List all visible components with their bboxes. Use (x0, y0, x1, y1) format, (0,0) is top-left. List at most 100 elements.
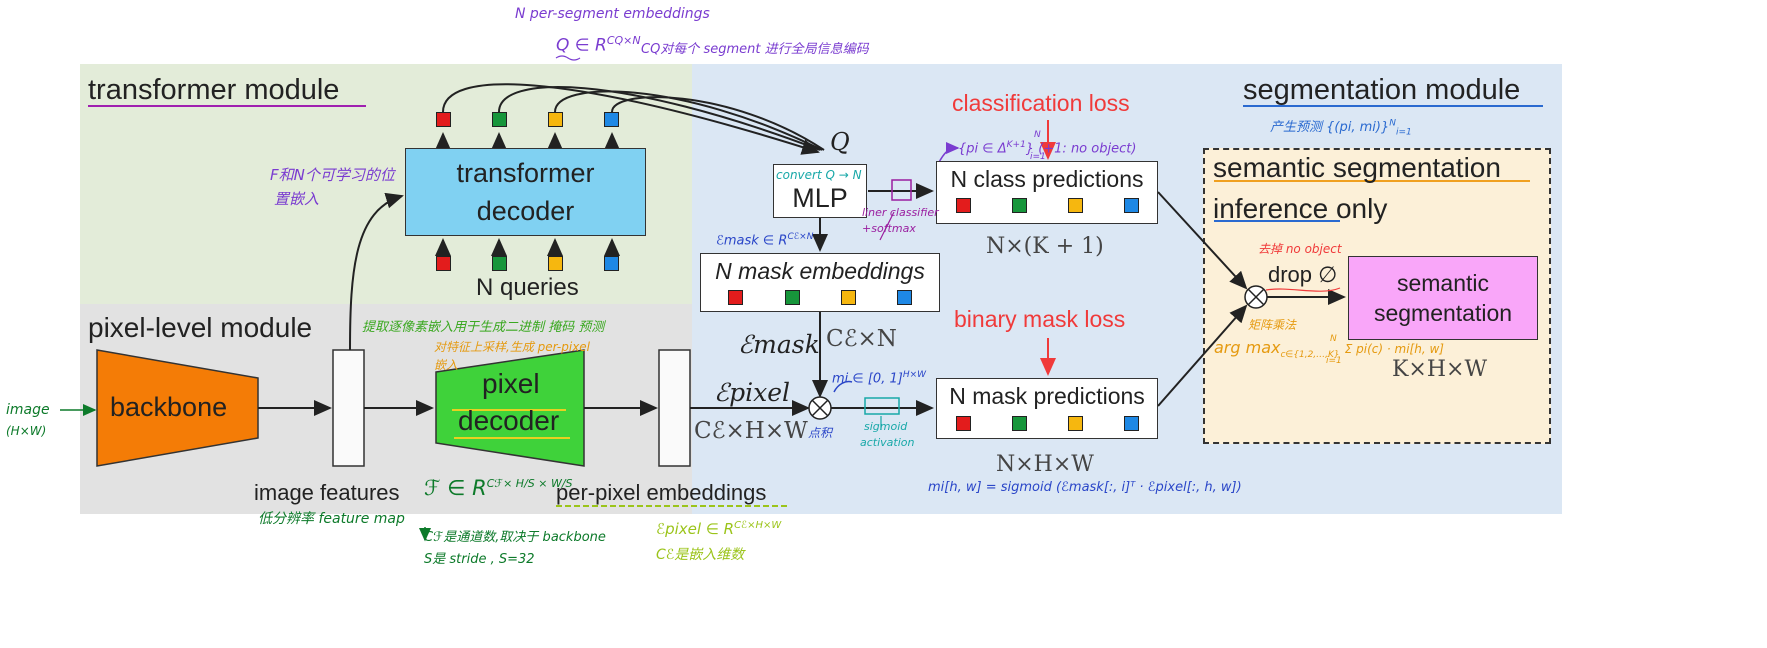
q-formula-text: Q ∈ R (556, 35, 607, 56)
matrix-multiply-note: 矩阵乘法 (1248, 318, 1297, 332)
transformer-output-square (436, 112, 451, 127)
produce-prediction-sup: N (1389, 118, 1396, 129)
segmentation-module-title: segmentation module (1243, 74, 1521, 106)
transformer-decoder-label-2: decoder (476, 196, 575, 226)
emask-math-note: ℰmask ∈ RCℰ×N (716, 232, 813, 248)
mlp-block: MLP (773, 164, 867, 218)
epixel-math-text: ℰpixel ∈ R (656, 520, 735, 538)
e-pixel-label: ℰpixel (714, 378, 791, 407)
mask-embedding-square (785, 290, 800, 305)
semantic-segmentation-title: semantic segmentation (1213, 152, 1501, 183)
pixel-decoder-label-2: decoder (458, 405, 560, 436)
pi-set-rest: } (+1: no object) (1025, 141, 1137, 157)
argmax-sum-sup: N (1330, 334, 1337, 344)
mask-prediction-square (1068, 416, 1083, 431)
linear-classifier-box (891, 179, 912, 201)
pixel-module-title: pixel-level module (88, 312, 313, 343)
pixel-module-note: 提取逐像素嵌入用于生成二进制 掩码 预测 (362, 320, 605, 335)
backbone-label: backbone (110, 392, 228, 422)
argmax-note: arg maxc∈{1,2,…,K} Σ pi(c) · mi[h, w] (1214, 338, 1444, 360)
f-pos-note-1: F和N个可学习的位 (270, 166, 395, 184)
transformer-decoder: transformer decoder (405, 148, 646, 236)
argmax-sub: c∈{1,2,…,K} (1280, 350, 1340, 361)
e-mask-label: ℰmask (738, 330, 820, 359)
mask-predictions-block: N mask predictions (936, 378, 1158, 439)
ce-note: Cℰ是嵌入维数 (656, 547, 745, 563)
class-prediction-square (1124, 198, 1139, 213)
transformer-output-square (604, 112, 619, 127)
per-pixel-slab (658, 349, 691, 467)
upsample-note-1: 对特征上采样,生成 per-pixel (434, 340, 591, 354)
q-label: Q (830, 128, 850, 156)
mask-prediction-square (956, 416, 971, 431)
image-features-label: image features (254, 480, 400, 505)
semantic-segmentation-block: semantic segmentation (1348, 256, 1538, 340)
mask-prediction-square (1012, 416, 1027, 431)
transformer-decoder-label-1: transformer (456, 158, 595, 188)
ce-n-label: Cℰ×N (826, 326, 897, 352)
transformer-output-square (492, 112, 507, 127)
sigmoid-box (864, 397, 900, 415)
mask-embedding-square (728, 290, 743, 305)
f-pos-note-2: 置嵌入 (274, 190, 320, 208)
mask-embedding-square (897, 290, 912, 305)
query-input-square (436, 256, 451, 271)
emask-math-sup: Cℰ×N (787, 232, 814, 242)
feature-math-note: ℱ ∈ RCℱ× H/S × W/S (424, 476, 573, 500)
mi-range-sup: H×W (902, 370, 927, 380)
mi-range-note: mi ∈ [0, 1]H×W (832, 370, 926, 386)
cf-note: Cℱ是通道数,取决于 backbone (424, 530, 606, 545)
q-formula-note: Q ∈ RCQ×N (556, 34, 641, 56)
pi-i1-sub: i=1 (1030, 152, 1046, 162)
epixel-math-sup: Cℰ×H×W (734, 520, 782, 531)
ce-hw-label: Cℰ×H×W (694, 418, 808, 444)
classification-loss-label: classification loss (952, 90, 1130, 116)
n-queries-label: N queries (476, 274, 579, 301)
khw-label: K×H×W (1392, 357, 1488, 382)
mi-formula-note: mi[h, w] = sigmoid (ℰmask[:, i]ᵀ · ℰpixe… (928, 480, 1242, 495)
produce-prediction-text: 产生预测 {(pi, mi)} (1270, 120, 1390, 135)
feature-math-text: ℱ ∈ R (424, 476, 487, 500)
query-input-square (548, 256, 563, 271)
q-encoding-note: CQ对每个 segment 进行全局信息编码 (641, 42, 869, 57)
class-predictions-block: N class predictions (936, 161, 1158, 224)
pi-set-sup: K+1 (1006, 140, 1026, 150)
produce-prediction-sub: i=1 (1395, 127, 1412, 138)
transformer-module-title: transformer module (88, 74, 340, 106)
epixel-math-note: ℰpixel ∈ RCℰ×H×W (656, 520, 781, 538)
nk1-label: N×(K + 1) (986, 234, 1104, 259)
per-pixel-embeddings-label: per-pixel embeddings (556, 480, 767, 505)
image-input-label: image (6, 402, 50, 418)
mask-predictions-label: N mask predictions (949, 383, 1145, 409)
q-formula-sup: CQ×N (606, 34, 641, 47)
backbone-shape (96, 349, 259, 467)
low-res-note: 低分辨率 feature map (258, 511, 405, 527)
pi-set-note: {pi ∈ ΔK+1} (+1: no object) (958, 140, 1136, 156)
mask-embeddings-label: N mask embeddings (715, 258, 925, 284)
class-prediction-square (956, 198, 971, 213)
softmax-note: +softmax (862, 222, 916, 235)
argmax-rest: Σ pi(c) · mi[h, w] (1344, 342, 1444, 356)
sigmoid-note-2: activation (860, 436, 915, 449)
mask-embeddings-block: N mask embeddings (700, 253, 940, 312)
argmax-sum-sub: i=1 (1326, 356, 1342, 366)
semantic-seg-label-1: semantic (1396, 270, 1490, 296)
dot-product-note: 点积 (808, 426, 833, 440)
transformer-output-square (548, 112, 563, 127)
argmax-text: arg max (1214, 338, 1281, 357)
image-features-slab (332, 349, 365, 467)
inference-only-title: inference only (1213, 193, 1388, 224)
linear-classifier-note: liner classifier (862, 206, 939, 219)
emask-math-text: ℰmask ∈ R (716, 233, 788, 249)
n-per-segment-note: N per-segment embeddings (515, 6, 710, 22)
sigmoid-note-1: sigmoid (864, 420, 908, 433)
convert-note: convert Q → N (776, 168, 862, 182)
mlp-label: MLP (792, 182, 848, 213)
mask-prediction-square (1124, 416, 1139, 431)
feature-math-sup: Cℱ× H/S × W/S (486, 477, 573, 490)
pi-n-sup: N (1034, 130, 1041, 140)
semantic-seg-label-2: segmentation (1373, 300, 1513, 326)
pixel-decoder-label-1: pixel (482, 368, 540, 399)
class-predictions-label: N class predictions (950, 166, 1144, 192)
